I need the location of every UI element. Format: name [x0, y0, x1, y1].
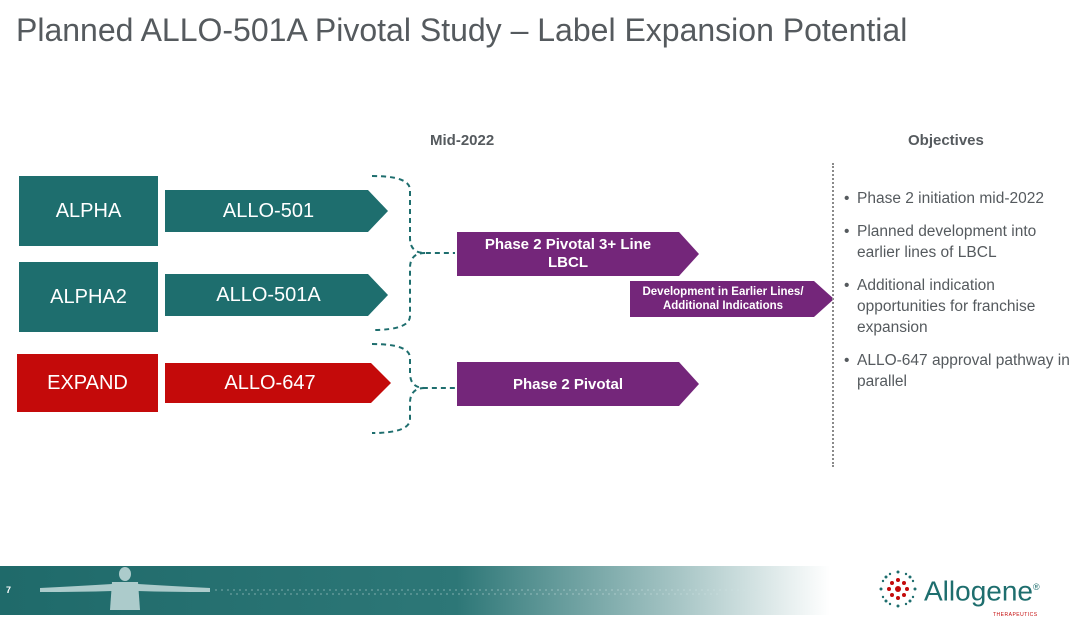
footer-band	[0, 566, 830, 615]
logo-text: Allogene	[924, 575, 1033, 607]
alpha2-study-label: ALPHA2	[50, 285, 127, 308]
objective-item: ALLO-647 approval pathway in parallel	[842, 350, 1078, 392]
pivotal-arrow: Phase 2 Pivotal	[457, 362, 699, 406]
page-title: Planned ALLO-501A Pivotal Study – Label …	[16, 12, 908, 48]
alpha-study-box: ALPHA	[19, 176, 158, 246]
mid-2022-header: Mid-2022	[430, 132, 495, 149]
logo-subtext: THERAPEUTICS	[993, 611, 1038, 618]
pivotal-label: Phase 2 Pivotal	[512, 375, 624, 393]
objectives-header: Objectives	[908, 132, 984, 149]
objective-item: Phase 2 initiation mid-2022	[842, 188, 1078, 209]
objective-item: Planned development into earlier lines o…	[842, 221, 1078, 263]
allo-501-label: ALLO-501	[222, 199, 315, 222]
alpha2-study-box: ALPHA2	[19, 262, 158, 332]
objectives-divider	[832, 163, 834, 467]
alpha-study-label: ALPHA	[55, 199, 122, 222]
expand-study-box: EXPAND	[17, 354, 158, 412]
lower-bracket	[371, 343, 455, 434]
pivotal-lbcl-label: Phase 2 Pivotal 3+ Line LBCL	[484, 236, 652, 271]
logo-burst-icon	[879, 570, 917, 608]
page-number: 7	[6, 585, 12, 595]
allo-501a-label: ALLO-501A	[216, 283, 321, 306]
development-label: Development in Earlier Lines/ Additional…	[642, 286, 804, 312]
pivotal-lbcl-arrow: Phase 2 Pivotal 3+ Line LBCL	[457, 232, 699, 276]
expand-study-label: EXPAND	[47, 371, 128, 394]
human-figure-graphic	[40, 567, 760, 610]
company-logo: Allogene® THERAPEUTICS	[878, 569, 1040, 618]
objective-item: Additional indication opportunities for …	[842, 275, 1078, 338]
allo-501a-arrow: ALLO-501A	[165, 274, 388, 316]
development-arrow: Development in Earlier Lines/ Additional…	[630, 281, 834, 317]
allo-647-label: ALLO-647	[224, 371, 316, 394]
allo-501-arrow: ALLO-501	[165, 190, 388, 232]
objectives-list: Phase 2 initiation mid-2022 Planned deve…	[842, 188, 1078, 404]
allo-647-arrow: ALLO-647	[165, 363, 391, 403]
registered-mark: ®	[1032, 581, 1040, 592]
upper-bracket	[371, 175, 455, 331]
